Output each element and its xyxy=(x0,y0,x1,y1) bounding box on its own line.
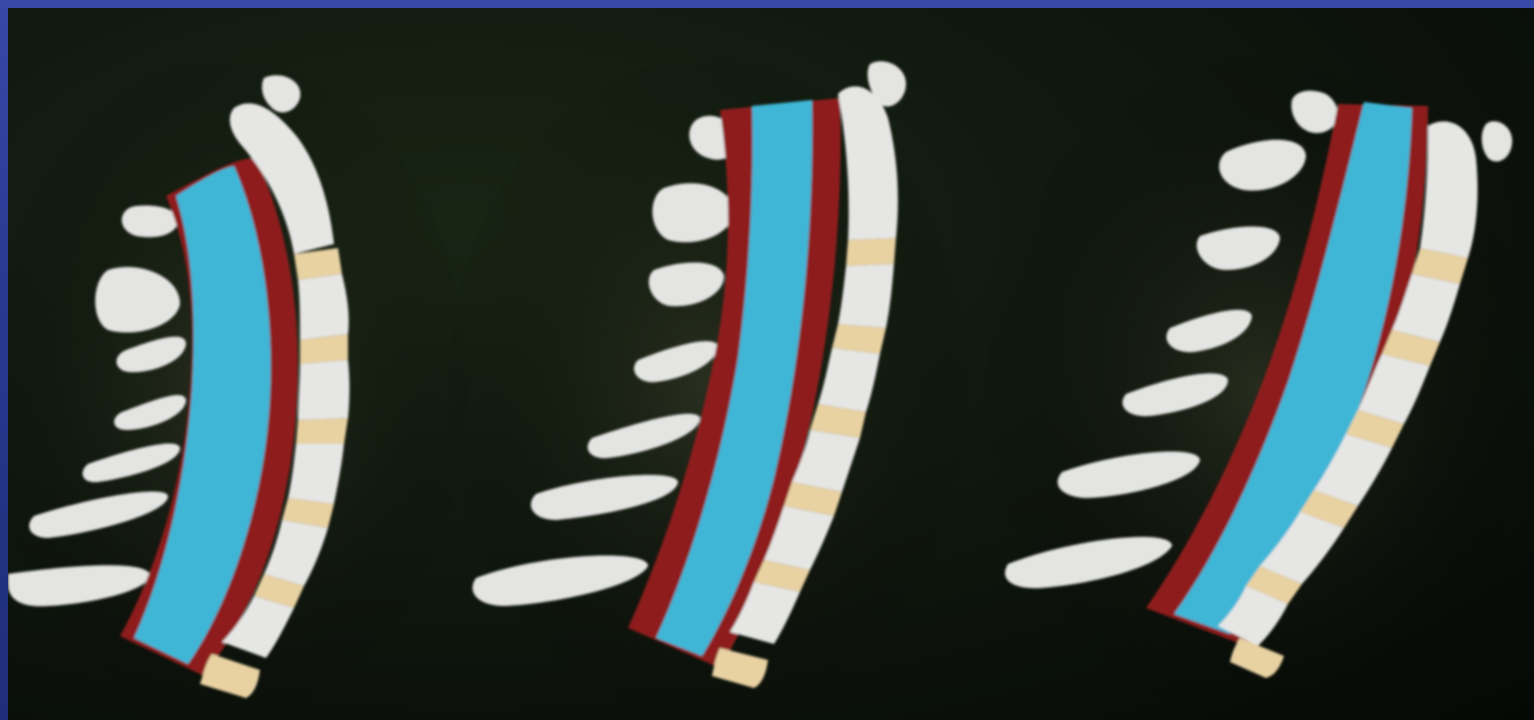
vertebral-body xyxy=(288,444,344,504)
vertebral-body xyxy=(838,264,894,328)
intervertebral-disc xyxy=(846,238,896,266)
spinous-process xyxy=(1482,121,1512,161)
spine-diagrams xyxy=(8,8,1534,720)
spinous-process xyxy=(122,206,178,238)
intervertebral-disc xyxy=(296,418,348,444)
vertebral-body xyxy=(298,360,350,420)
vertebral-body xyxy=(1420,121,1478,258)
vertebral-body xyxy=(298,274,349,340)
diagram-photo xyxy=(8,8,1534,720)
